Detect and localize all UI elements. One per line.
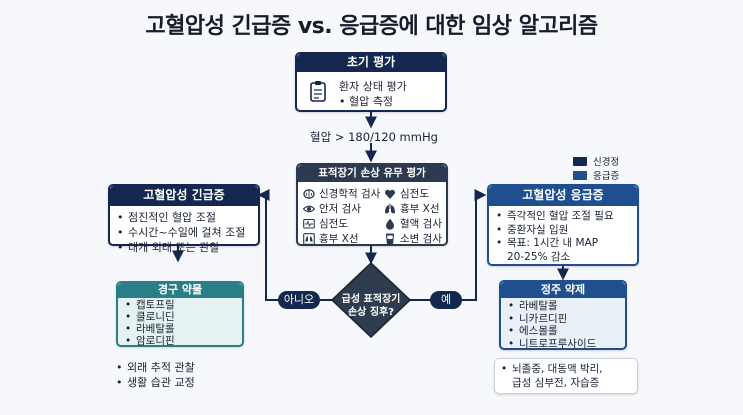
- blood-drop-icon: [384, 218, 396, 230]
- complications-box: 뇌졸중, 대동맥 박리, 급성 심부전, 자습증: [494, 358, 638, 394]
- xray-icon: [303, 232, 315, 245]
- page-title: 고혈압성 긴급증 vs. 응급증에 대한 임상 알고리즘: [145, 14, 598, 39]
- organ-assessment-box: 표적장기 손상 유무 평가 신경학적 검사 심전도 안저 검사 흉부 X선 심전…: [296, 163, 448, 246]
- complication-item-cont: 급성 심부전, 자습증: [512, 377, 600, 389]
- legend-item-1: 신경정: [573, 154, 619, 168]
- organ-item-label: 안저 검사: [319, 203, 361, 215]
- heart-icon: [384, 188, 396, 200]
- oral-drug-item: 캡토프릴: [124, 299, 175, 311]
- followup-item: 생활 습관 교정: [115, 375, 195, 390]
- organ-item-label: 심전도: [400, 188, 429, 200]
- emergency-item-cont: 20-25% 감소: [507, 250, 571, 263]
- oral-drug-item: 암로디핀: [124, 335, 175, 347]
- clipboard-icon: [309, 80, 327, 102]
- urgency-item: 수시간~수일에 걸쳐 조절: [116, 225, 245, 240]
- oral-drug-item: 클로니딘: [124, 311, 175, 323]
- complication-item: 뇌졸중, 대동맥 박리,: [500, 362, 603, 376]
- eye-icon: [302, 203, 316, 215]
- organ-item-neuro: 신경학적 검사: [303, 186, 380, 201]
- organ-assessment-header: 표적장기 손상 유무 평가: [298, 165, 446, 182]
- urgency-item: 대개 외래 또는 관찰: [116, 240, 245, 255]
- legend-swatch-blue: [573, 170, 587, 180]
- legend-swatch-navy: [573, 156, 587, 166]
- organ-item-label: 흉부 X선: [319, 233, 359, 245]
- brain-icon: [303, 188, 315, 200]
- emergency-list: 즉각적인 혈압 조절 필요 중환자실 입원 목표: 1시간 내 MAP 20-2…: [495, 210, 614, 264]
- iv-drug-item: 니트로프루사이드: [507, 338, 596, 351]
- organ-item-ecg: 심전도: [384, 186, 429, 201]
- organ-item-chest-xray: 흉부 X선: [384, 201, 440, 216]
- organ-item-xray-2: 흉부 X선: [303, 231, 359, 246]
- legend-label-2: 응급증: [593, 171, 620, 182]
- urgency-list: 점진적인 혈압 조절 수시간~수일에 걸쳐 조절 대개 외래 또는 관찰: [116, 210, 245, 255]
- iv-drugs-box: 정주 약제 라베탈롤 니카르디핀 에스몰롤 니트로프루사이드: [499, 280, 627, 350]
- emergency-item: 즉각적인 혈압 조절 필요: [495, 210, 614, 224]
- followup-item: 외래 추적 관찰: [115, 360, 195, 375]
- oral-drugs-box: 경구 약물 캡토프릴 클로니딘 라베탈롤 암로디핀: [116, 281, 244, 347]
- iv-drug-item: 니카르디핀: [507, 313, 596, 326]
- organ-item-label: 심전도: [319, 218, 348, 230]
- urgency-box: 고혈압성 긴급증 점진적인 혈압 조절 수시간~수일에 걸쳐 조절 대개 외래 …: [108, 184, 260, 255]
- oral-drugs-header: 경구 약물: [118, 283, 242, 298]
- iv-drugs-header: 정주 약제: [501, 282, 625, 298]
- ecg-monitor-icon: [303, 218, 315, 230]
- initial-assessment-line2: • 혈압 측정: [339, 95, 393, 108]
- organ-item-label: 흉부 X선: [400, 203, 440, 215]
- urgency-header: 고혈압성 긴급증: [110, 186, 258, 206]
- iv-drug-item: 에스몰롤: [507, 325, 596, 338]
- complications-list: 뇌졸중, 대동맥 박리, 급성 심부전, 자습증: [500, 362, 603, 390]
- oral-drug-item: 라베탈롤: [124, 323, 175, 335]
- urine-cup-icon: [384, 233, 396, 245]
- decision-yes-label: 예: [430, 291, 462, 309]
- legend-label-1: 신경정: [593, 157, 620, 168]
- initial-assessment-header: 초기 평가: [297, 54, 445, 72]
- organ-item-blood: 혈액 검사: [384, 216, 442, 231]
- decision-question-line2: 손상 징후?: [347, 307, 395, 318]
- lungs-icon: [384, 203, 396, 215]
- decision-no-label: 아니오: [278, 291, 320, 309]
- initial-assessment-box: 초기 평가 환자 상태 평가 • 혈압 측정: [295, 52, 447, 112]
- organ-item-urine: 소변 검사: [384, 231, 442, 246]
- oral-drugs-list: 캡토프릴 클로니딘 라베탈롤 암로디핀: [124, 299, 175, 347]
- organ-item-fundus: 안저 검사: [302, 201, 361, 216]
- decision-diamond: [331, 262, 411, 338]
- urgency-item: 점진적인 혈압 조절: [116, 210, 245, 225]
- decision-question-line1: 급성 표적장기: [341, 294, 401, 305]
- organ-item-ecg-2: 심전도: [303, 216, 348, 231]
- organ-item-label: 혈액 검사: [400, 218, 442, 230]
- organ-item-label: 신경학적 검사: [319, 188, 381, 200]
- emergency-header: 고혈압성 응급증: [489, 186, 637, 206]
- iv-drugs-list: 라베탈롤 니카르디핀 에스몰롤 니트로프루사이드: [507, 300, 596, 350]
- legend-item-2: 응급증: [573, 168, 619, 182]
- initial-assessment-line1: 환자 상태 평가: [339, 80, 407, 93]
- organ-item-label: 소변 검사: [400, 233, 442, 245]
- emergency-item: 중환자실 입원: [495, 224, 614, 238]
- bp-threshold-label: 혈압 > 180/120 mmHg: [310, 130, 438, 144]
- emergency-item: 목표: 1시간 내 MAP: [495, 237, 614, 251]
- iv-drug-item: 라베탈롤: [507, 300, 596, 313]
- emergency-box: 고혈압성 응급증 즉각적인 혈압 조절 필요 중환자실 입원 목표: 1시간 내…: [487, 184, 639, 266]
- urgency-followup-list: 외래 추적 관찰 생활 습관 교정: [115, 360, 195, 390]
